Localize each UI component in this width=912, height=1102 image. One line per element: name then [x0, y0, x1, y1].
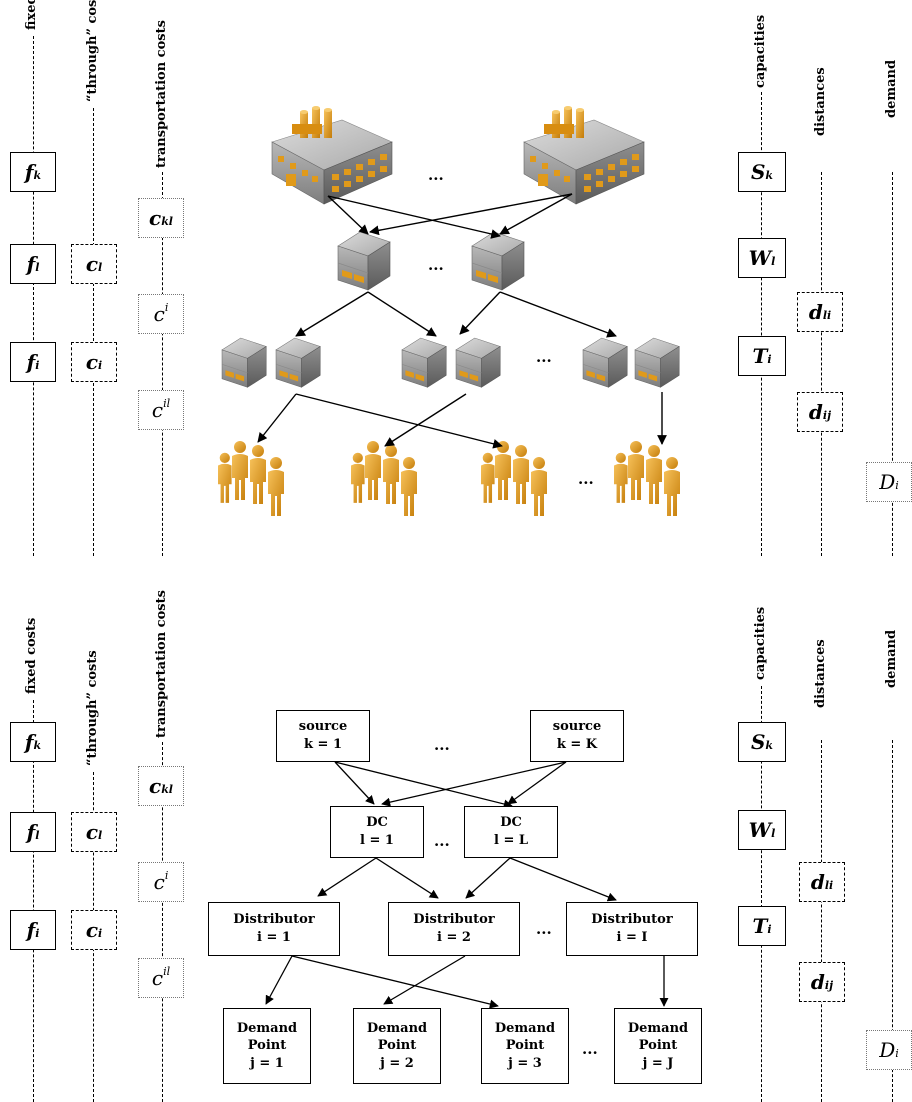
- people-group-icon: [614, 441, 680, 516]
- warehouse-box-icon: [338, 232, 390, 290]
- ellipsis: ...: [434, 736, 450, 754]
- ellipsis: ...: [578, 470, 594, 488]
- factory-icon: [524, 106, 644, 204]
- distances-label: distances: [813, 639, 828, 708]
- through-costs-axis: [93, 108, 94, 556]
- ellipsis: ...: [428, 166, 444, 184]
- demand-label: demand: [884, 630, 899, 688]
- through-costs-label: “through” costs: [85, 0, 100, 102]
- ellipsis: ...: [582, 1040, 598, 1058]
- distances-axis: [821, 740, 822, 1102]
- ellipsis: ...: [434, 832, 450, 850]
- distances-axis: [821, 172, 822, 556]
- ellipsis: ...: [536, 920, 552, 938]
- people-group-icon: [218, 441, 284, 516]
- warehouse-box-icon: [472, 232, 524, 290]
- top-network: [218, 106, 680, 516]
- warehouse-box-icon: [222, 338, 266, 387]
- through-costs-label: “through” costs: [85, 650, 100, 766]
- warehouse-box-icon: [635, 338, 679, 387]
- capacities-label: capacities: [753, 15, 768, 88]
- transportation-costs-label: transportation costs: [154, 20, 169, 168]
- bottom-network-edges: [266, 762, 664, 1006]
- fixed-costs-axis: [33, 36, 34, 556]
- factory-icon: [272, 106, 392, 204]
- people-group-icon: [481, 441, 547, 516]
- ellipsis: ...: [536, 348, 552, 366]
- warehouse-box-icon: [402, 338, 446, 387]
- people-group-icon: [351, 441, 417, 516]
- transportation-costs-label: transportation costs: [154, 590, 169, 738]
- warehouse-box-icon: [456, 338, 500, 387]
- fixed-costs-label: fixed costs: [24, 618, 39, 694]
- warehouse-box-icon: [276, 338, 320, 387]
- ellipsis: ...: [428, 256, 444, 274]
- fixed-costs-label: fixed costs: [24, 0, 39, 30]
- warehouse-box-icon: [583, 338, 627, 387]
- demand-label: demand: [884, 60, 899, 118]
- distances-label: distances: [813, 67, 828, 136]
- capacities-label: capacities: [753, 607, 768, 680]
